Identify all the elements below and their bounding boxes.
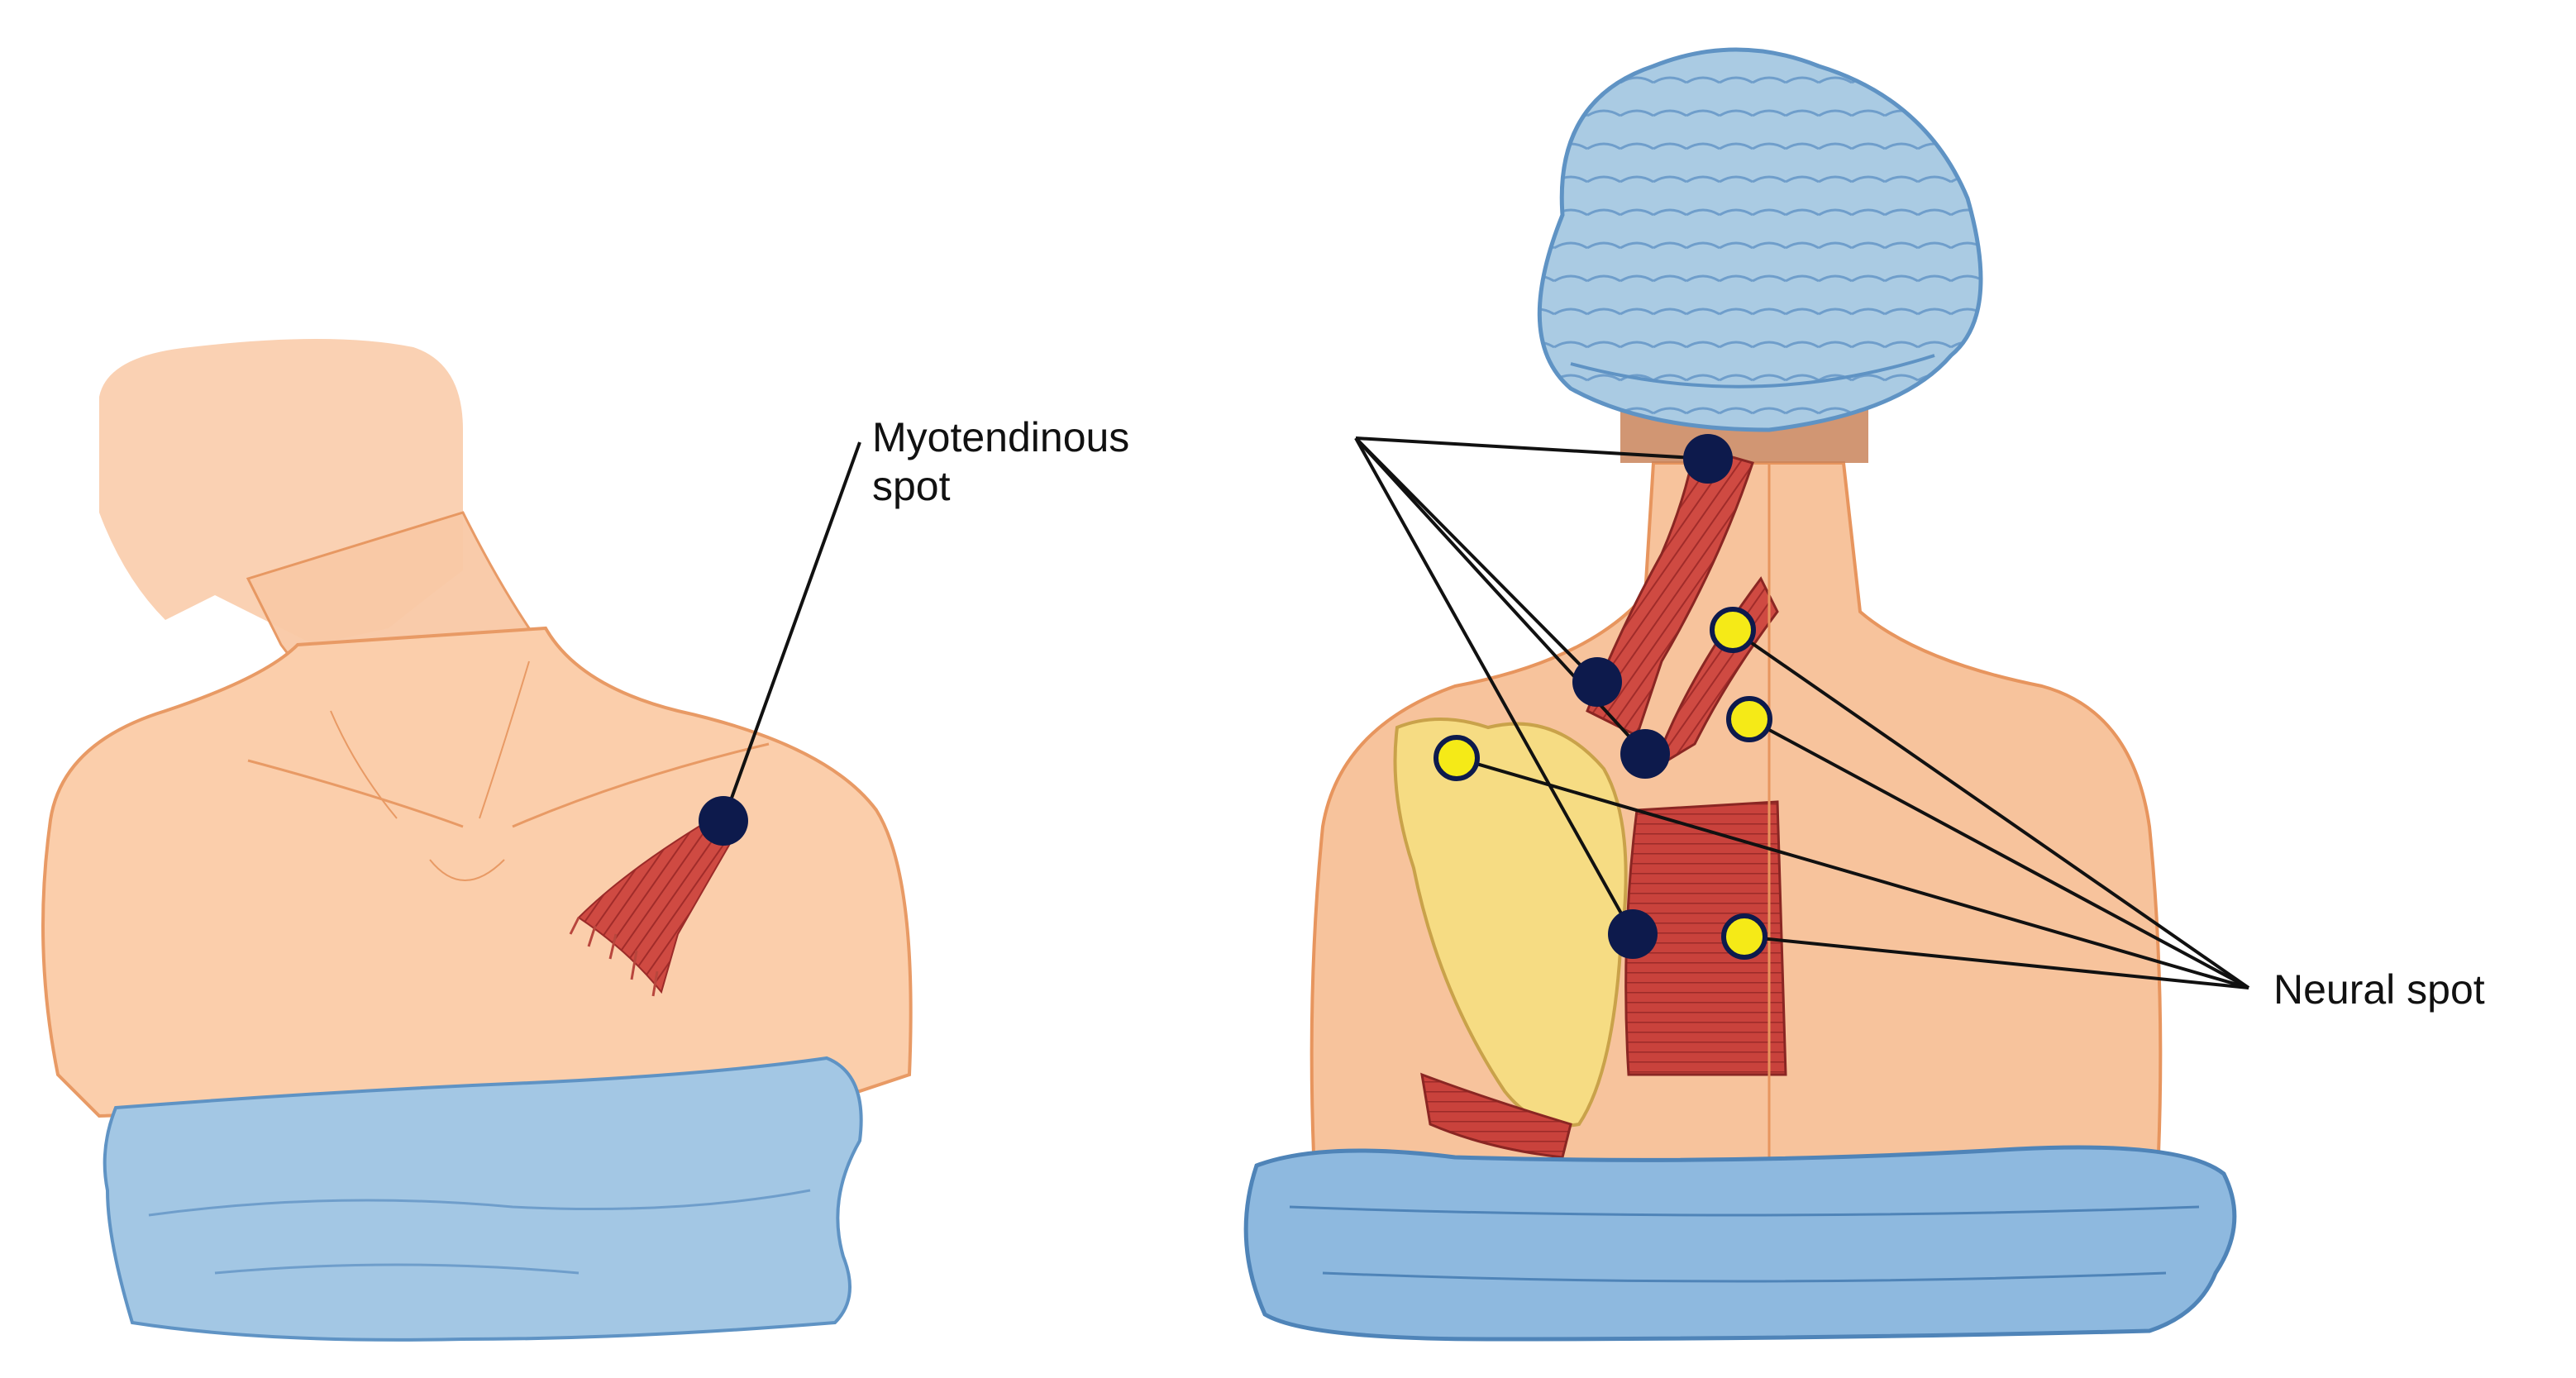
- neural-spot-scapular: [1433, 735, 1480, 781]
- front-clavicle-right: [512, 742, 770, 828]
- myotendinous-label-line1: Myotendinous: [872, 414, 1130, 460]
- surgical-cap: [1537, 47, 1983, 432]
- neural-spot-upper: [1710, 607, 1756, 653]
- back-drape: [1243, 1145, 2237, 1342]
- myotendinous-spot-label: Myotendinous spot: [872, 413, 1129, 511]
- neural-spot-rhomboid: [1721, 913, 1767, 960]
- pectoralis-minor-muscle: [577, 813, 742, 994]
- teres-muscle: [1420, 1072, 1572, 1159]
- front-torso: [41, 626, 913, 1118]
- rhomboid-muscle: [1624, 800, 1787, 1076]
- front-drape: [103, 1056, 863, 1342]
- front-figure-illustration: [41, 339, 913, 1342]
- back-figure-illustration: [1243, 47, 2237, 1342]
- myotendinous-spot-rhomboid: [1608, 909, 1658, 959]
- neural-spots-back: [1433, 607, 1772, 960]
- myotendinous-label-line2: spot: [872, 463, 951, 509]
- myotendinous-leader-front: [722, 441, 861, 822]
- neural-spot-label: Neural spot: [2273, 966, 2485, 1013]
- myotendinous-spot-levator-lower: [1572, 657, 1622, 707]
- neural-spot-middle: [1726, 696, 1772, 742]
- myotendinous-spot-trapezius: [1620, 729, 1670, 779]
- myotendinous-spots-back: [1572, 434, 1733, 959]
- myotendinous-spot-front: [699, 796, 748, 846]
- myotendinous-spot-levator-upper: [1683, 434, 1733, 484]
- front-clavicle-left: [247, 759, 464, 828]
- neural-leaders-back: [1456, 628, 2250, 989]
